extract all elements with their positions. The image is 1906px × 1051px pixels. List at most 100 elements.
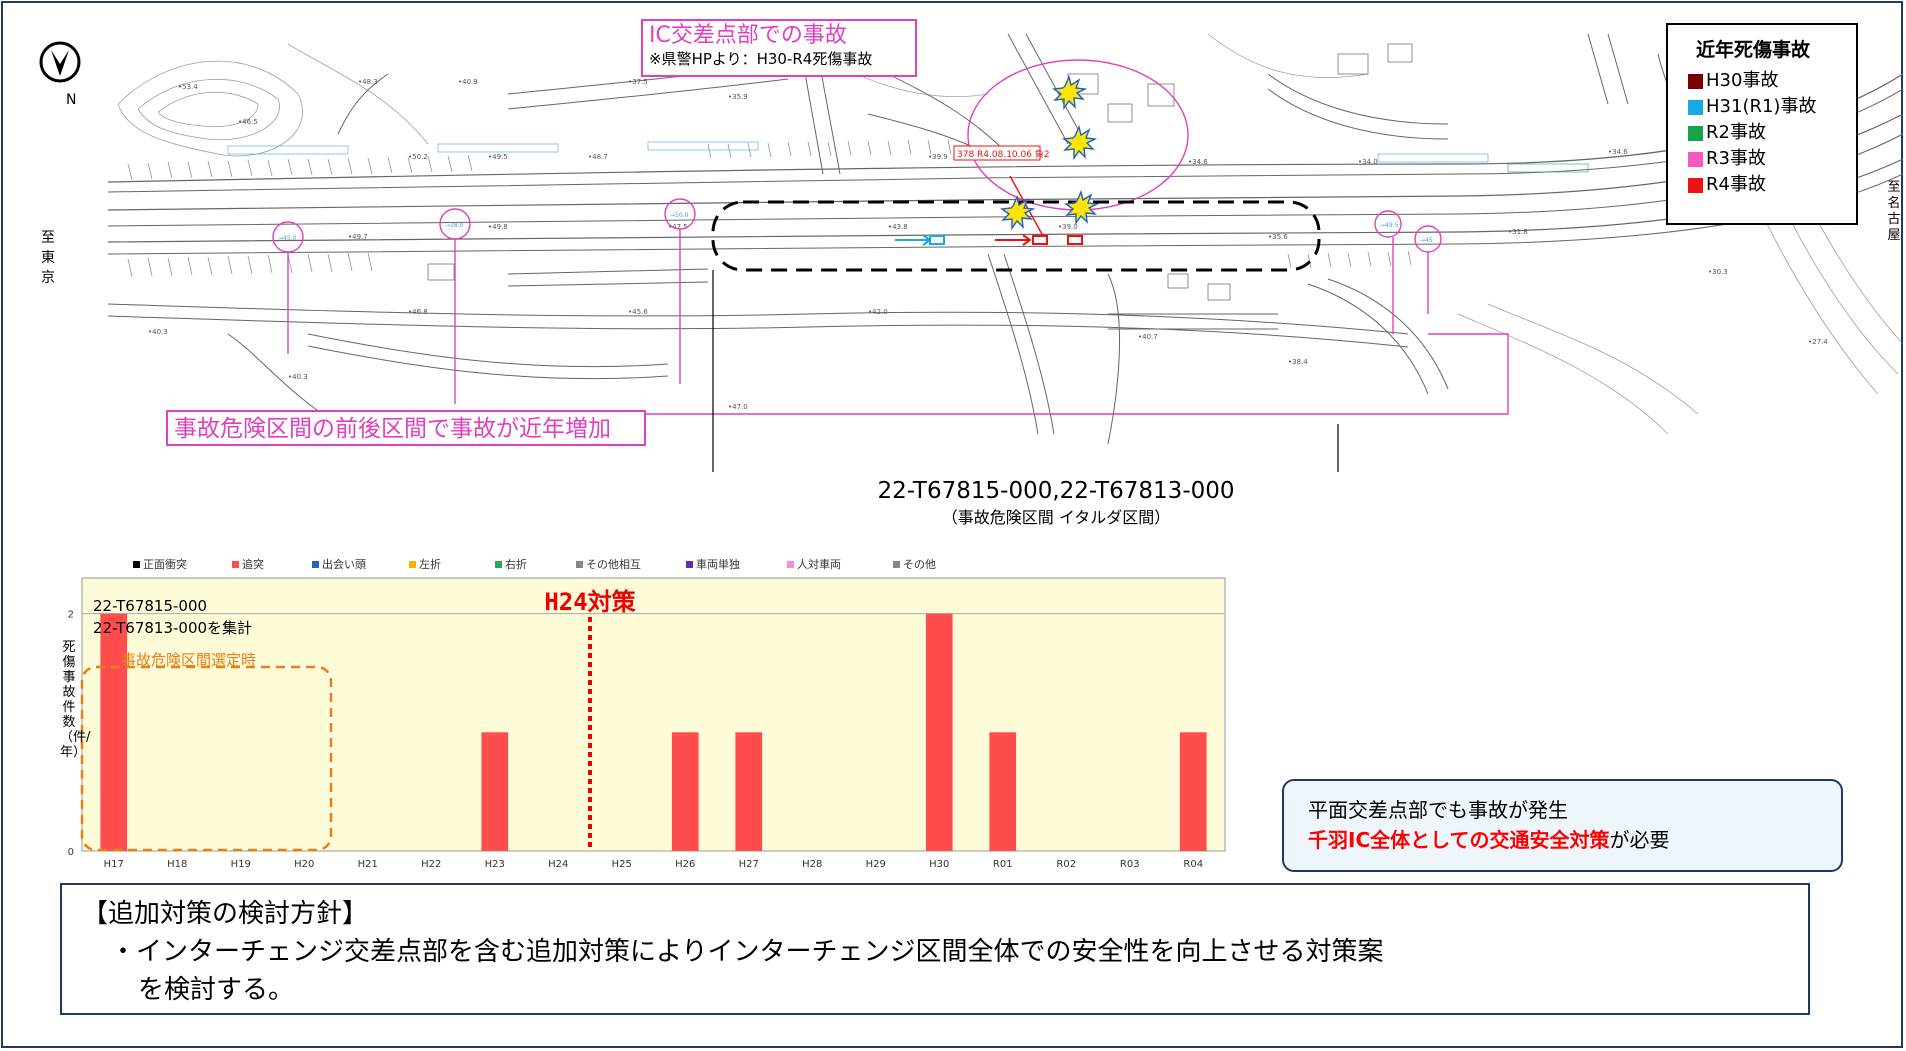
ic-callout-subtitle: ※県警HPより：H30-R4死傷事故 [649, 50, 873, 68]
legend-swatch [312, 560, 319, 568]
svg-text:•47.0: •47.0 [728, 403, 748, 411]
svg-text:•42.0: •42.0 [868, 308, 888, 316]
svg-text:•27.4: •27.4 [1808, 338, 1828, 346]
svg-text:•43.8: •43.8 [888, 223, 908, 231]
legend-swatch [495, 560, 502, 568]
note-line2-rest: が必要 [1609, 828, 1670, 852]
svg-text:•49.8: •49.8 [488, 223, 508, 231]
svg-text:•40.7: •40.7 [1138, 333, 1158, 341]
legend-swatch [1688, 151, 1703, 167]
svg-text:•47.5: •47.5 [668, 223, 688, 231]
legend-item: R3事故 [1688, 146, 1856, 172]
h24-measure-label: H24対策 [544, 588, 636, 616]
svg-text:•40.9: •40.9 [458, 78, 478, 86]
legend-item: H31(R1)事故 [1688, 94, 1856, 120]
chart-legend-label: その他 [903, 558, 936, 571]
bar [671, 732, 699, 851]
x-tick-label: H20 [294, 859, 314, 870]
accident-burst-icon [1000, 194, 1036, 231]
x-tick-label: R02 [1056, 859, 1076, 870]
accident-burst-icon [1062, 124, 1098, 161]
svg-text:•39.9: •39.9 [928, 153, 948, 161]
legend-item: H30事故 [1688, 68, 1856, 94]
chart-legend-item: 左折 [409, 556, 441, 572]
svg-text:•31.8: •31.8 [1508, 228, 1528, 236]
accident-tag-label: 378 R4.08.10.06 負2 [957, 148, 1050, 160]
legend-swatch [1688, 99, 1703, 115]
direction-tokyo-label: 至東京 [41, 230, 55, 286]
chart-y-axis-label: 死傷事故件数（件/年） [60, 640, 91, 760]
section-name: （事故危険区間 イタルダ区間） [941, 508, 1171, 527]
selection-period-label: 事故危険区間選定時 [121, 651, 256, 669]
legend-item: R2事故 [1688, 120, 1856, 146]
additional-measure-policy-box: 【追加対策の検討方針】 ・インターチェンジ交差点部を含む追加対策によりインターチ… [60, 883, 1810, 1015]
legend-swatch [1688, 125, 1703, 141]
legend-item-label: R3事故 [1706, 148, 1766, 169]
chart-legend-item: 追突 [232, 556, 264, 572]
selection-period-box [80, 665, 333, 852]
legend-swatch [1688, 73, 1703, 89]
svg-text:•49.7: •49.7 [348, 233, 368, 241]
chart-legend-item: 出会い頭 [312, 556, 366, 572]
svg-text:•40.3: •40.3 [148, 328, 168, 336]
svg-text:•53.4: •53.4 [178, 83, 198, 91]
legend-item-label: H30事故 [1706, 70, 1779, 91]
section-label: 22-T67815-000,22-T67813-000 （事故危険区間 イタルダ… [716, 476, 1396, 530]
increase-area-callout: 事故危険区間の前後区間で事故が近年増加 [166, 410, 646, 446]
bar [481, 732, 509, 851]
svg-text:•48.3: •48.3 [358, 78, 378, 86]
chart-legend-label: 人対車両 [797, 558, 841, 571]
svg-text:•40.3: •40.3 [288, 373, 308, 381]
note-line1: 平面交差点部でも事故が発生 [1308, 798, 1568, 822]
y-tick-label: 2 [68, 610, 74, 621]
note-line2: 千羽IC全体としての交通安全対策が必要 [1308, 825, 1817, 855]
svg-text:→45.0: →45.0 [278, 235, 297, 242]
bar [735, 732, 763, 851]
accident-burst-icon [1064, 189, 1100, 226]
x-tick-label: H21 [358, 859, 378, 870]
svg-text:•38.4: •38.4 [1288, 358, 1308, 366]
note-line2-emphasis: 千羽IC全体としての交通安全対策 [1308, 828, 1610, 852]
x-tick-label: H28 [802, 859, 822, 870]
x-tick-label: H18 [167, 859, 187, 870]
legend-swatch [787, 560, 794, 568]
svg-text:•49.5: •49.5 [488, 153, 508, 161]
x-tick-label: H17 [104, 859, 124, 870]
legend-swatch [232, 560, 239, 568]
legend-title: 近年死傷事故 [1696, 39, 1811, 61]
ic-intersection-callout: IC交差点部での事故 ※県警HPより：H30-R4死傷事故 [641, 19, 917, 77]
intersection-note-box: 平面交差点部でも事故が発生 千羽IC全体としての交通安全対策が必要 [1282, 779, 1843, 872]
bar [925, 613, 953, 851]
x-tick-label: H27 [739, 859, 759, 870]
policy-line2: を検討する。 [138, 975, 295, 1005]
chart-legend-label: 左折 [419, 558, 441, 571]
svg-text:•37.5: •37.5 [628, 78, 648, 86]
ic-callout-title: IC交差点部での事故 [649, 23, 847, 48]
legend-swatch [576, 560, 583, 568]
chart-note-line2: 22-T67813-000を集計 [93, 619, 252, 637]
chart-legend-item: 正面衝突 [133, 556, 187, 572]
chart-legend-label: 出会い頭 [322, 558, 366, 571]
chart-legend-label: その他相互 [586, 558, 641, 571]
legend-swatch [1688, 177, 1703, 193]
bar [100, 613, 128, 851]
svg-text:→49.5: →49.5 [1380, 222, 1399, 229]
x-tick-label: H25 [612, 859, 632, 870]
legend-swatch [893, 560, 900, 568]
north-arrow-icon [39, 41, 81, 83]
road-plan-map: •53.4•46.5•48.3 •40.9•37.5•35.9 •50.2•49… [108, 33, 1903, 472]
legend-item-label: R4事故 [1706, 174, 1766, 195]
chart-legend-label: 車両単独 [696, 558, 740, 571]
policy-line1: ・インターチェンジ交差点部を含む追加対策によりインターチェンジ区間全体での安全性… [110, 937, 1384, 967]
chart-legend-label: 右折 [505, 558, 527, 571]
chart-legend-item: 右折 [495, 556, 527, 572]
legend-item-label: H31(R1)事故 [1706, 96, 1817, 117]
plot-area [81, 577, 1226, 852]
legend-swatch [133, 560, 140, 568]
svg-text:•34.0: •34.0 [1358, 158, 1378, 166]
north-label: N [66, 92, 77, 108]
chart-legend-item: 人対車両 [787, 556, 841, 572]
svg-text:•30.3: •30.3 [1708, 268, 1728, 276]
svg-text:•46.8: •46.8 [408, 308, 428, 316]
